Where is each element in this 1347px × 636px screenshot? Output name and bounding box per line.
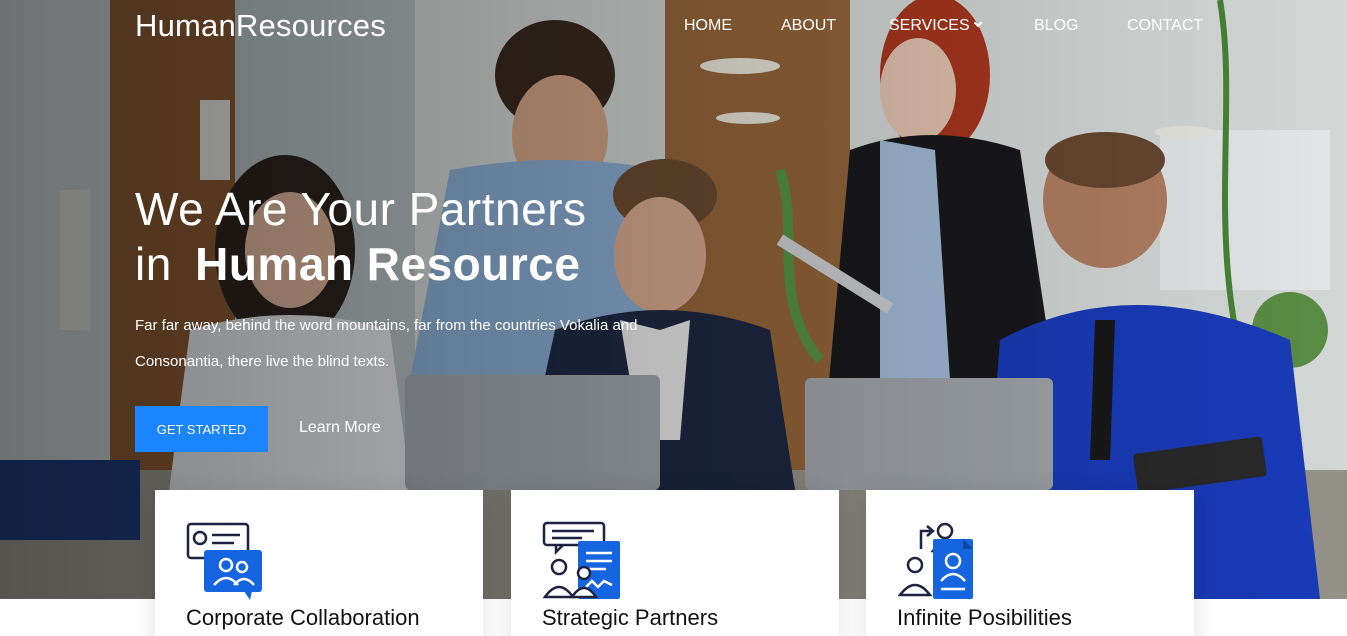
- hero-headline-prefix: in: [135, 238, 172, 290]
- feature-card-collaboration[interactable]: Corporate Collaboration: [155, 490, 483, 636]
- hero-headline-bold: Human Resource: [195, 238, 581, 290]
- hero-headline: We Are Your Partners in Human Resource: [135, 182, 587, 292]
- learn-more-link[interactable]: Learn More: [299, 419, 381, 436]
- get-started-button[interactable]: GET STARTED: [135, 406, 268, 452]
- nav-home[interactable]: HOME: [684, 17, 732, 34]
- nav-services-label: SERVICES: [889, 17, 970, 34]
- hero-headline-line2: in Human Resource: [135, 237, 587, 292]
- nav-services[interactable]: SERVICES: [889, 17, 982, 35]
- chevron-down-icon: [973, 18, 982, 28]
- brand-logo[interactable]: HumanResources: [135, 8, 386, 43]
- nav-contact[interactable]: CONTACT: [1127, 17, 1204, 34]
- feature-title: Infinite Posibilities: [897, 605, 1072, 630]
- people-transfer-icon: [897, 522, 973, 599]
- feature-card-infinite-possibilities[interactable]: Infinite Posibilities: [866, 490, 1194, 636]
- feature-title: Strategic Partners: [542, 605, 719, 630]
- nav-blog[interactable]: BLOG: [1034, 17, 1079, 34]
- collaboration-icon: [186, 522, 262, 600]
- partnership-document-icon: [542, 521, 620, 599]
- feature-title: Corporate Collaboration: [186, 605, 420, 630]
- hero-headline-line1: We Are Your Partners: [135, 183, 587, 235]
- hero-subtext: Far far away, behind the word mountains,…: [135, 317, 638, 370]
- nav-about[interactable]: ABOUT: [781, 17, 837, 34]
- feature-card-strategic-partners[interactable]: Strategic Partners: [511, 490, 839, 636]
